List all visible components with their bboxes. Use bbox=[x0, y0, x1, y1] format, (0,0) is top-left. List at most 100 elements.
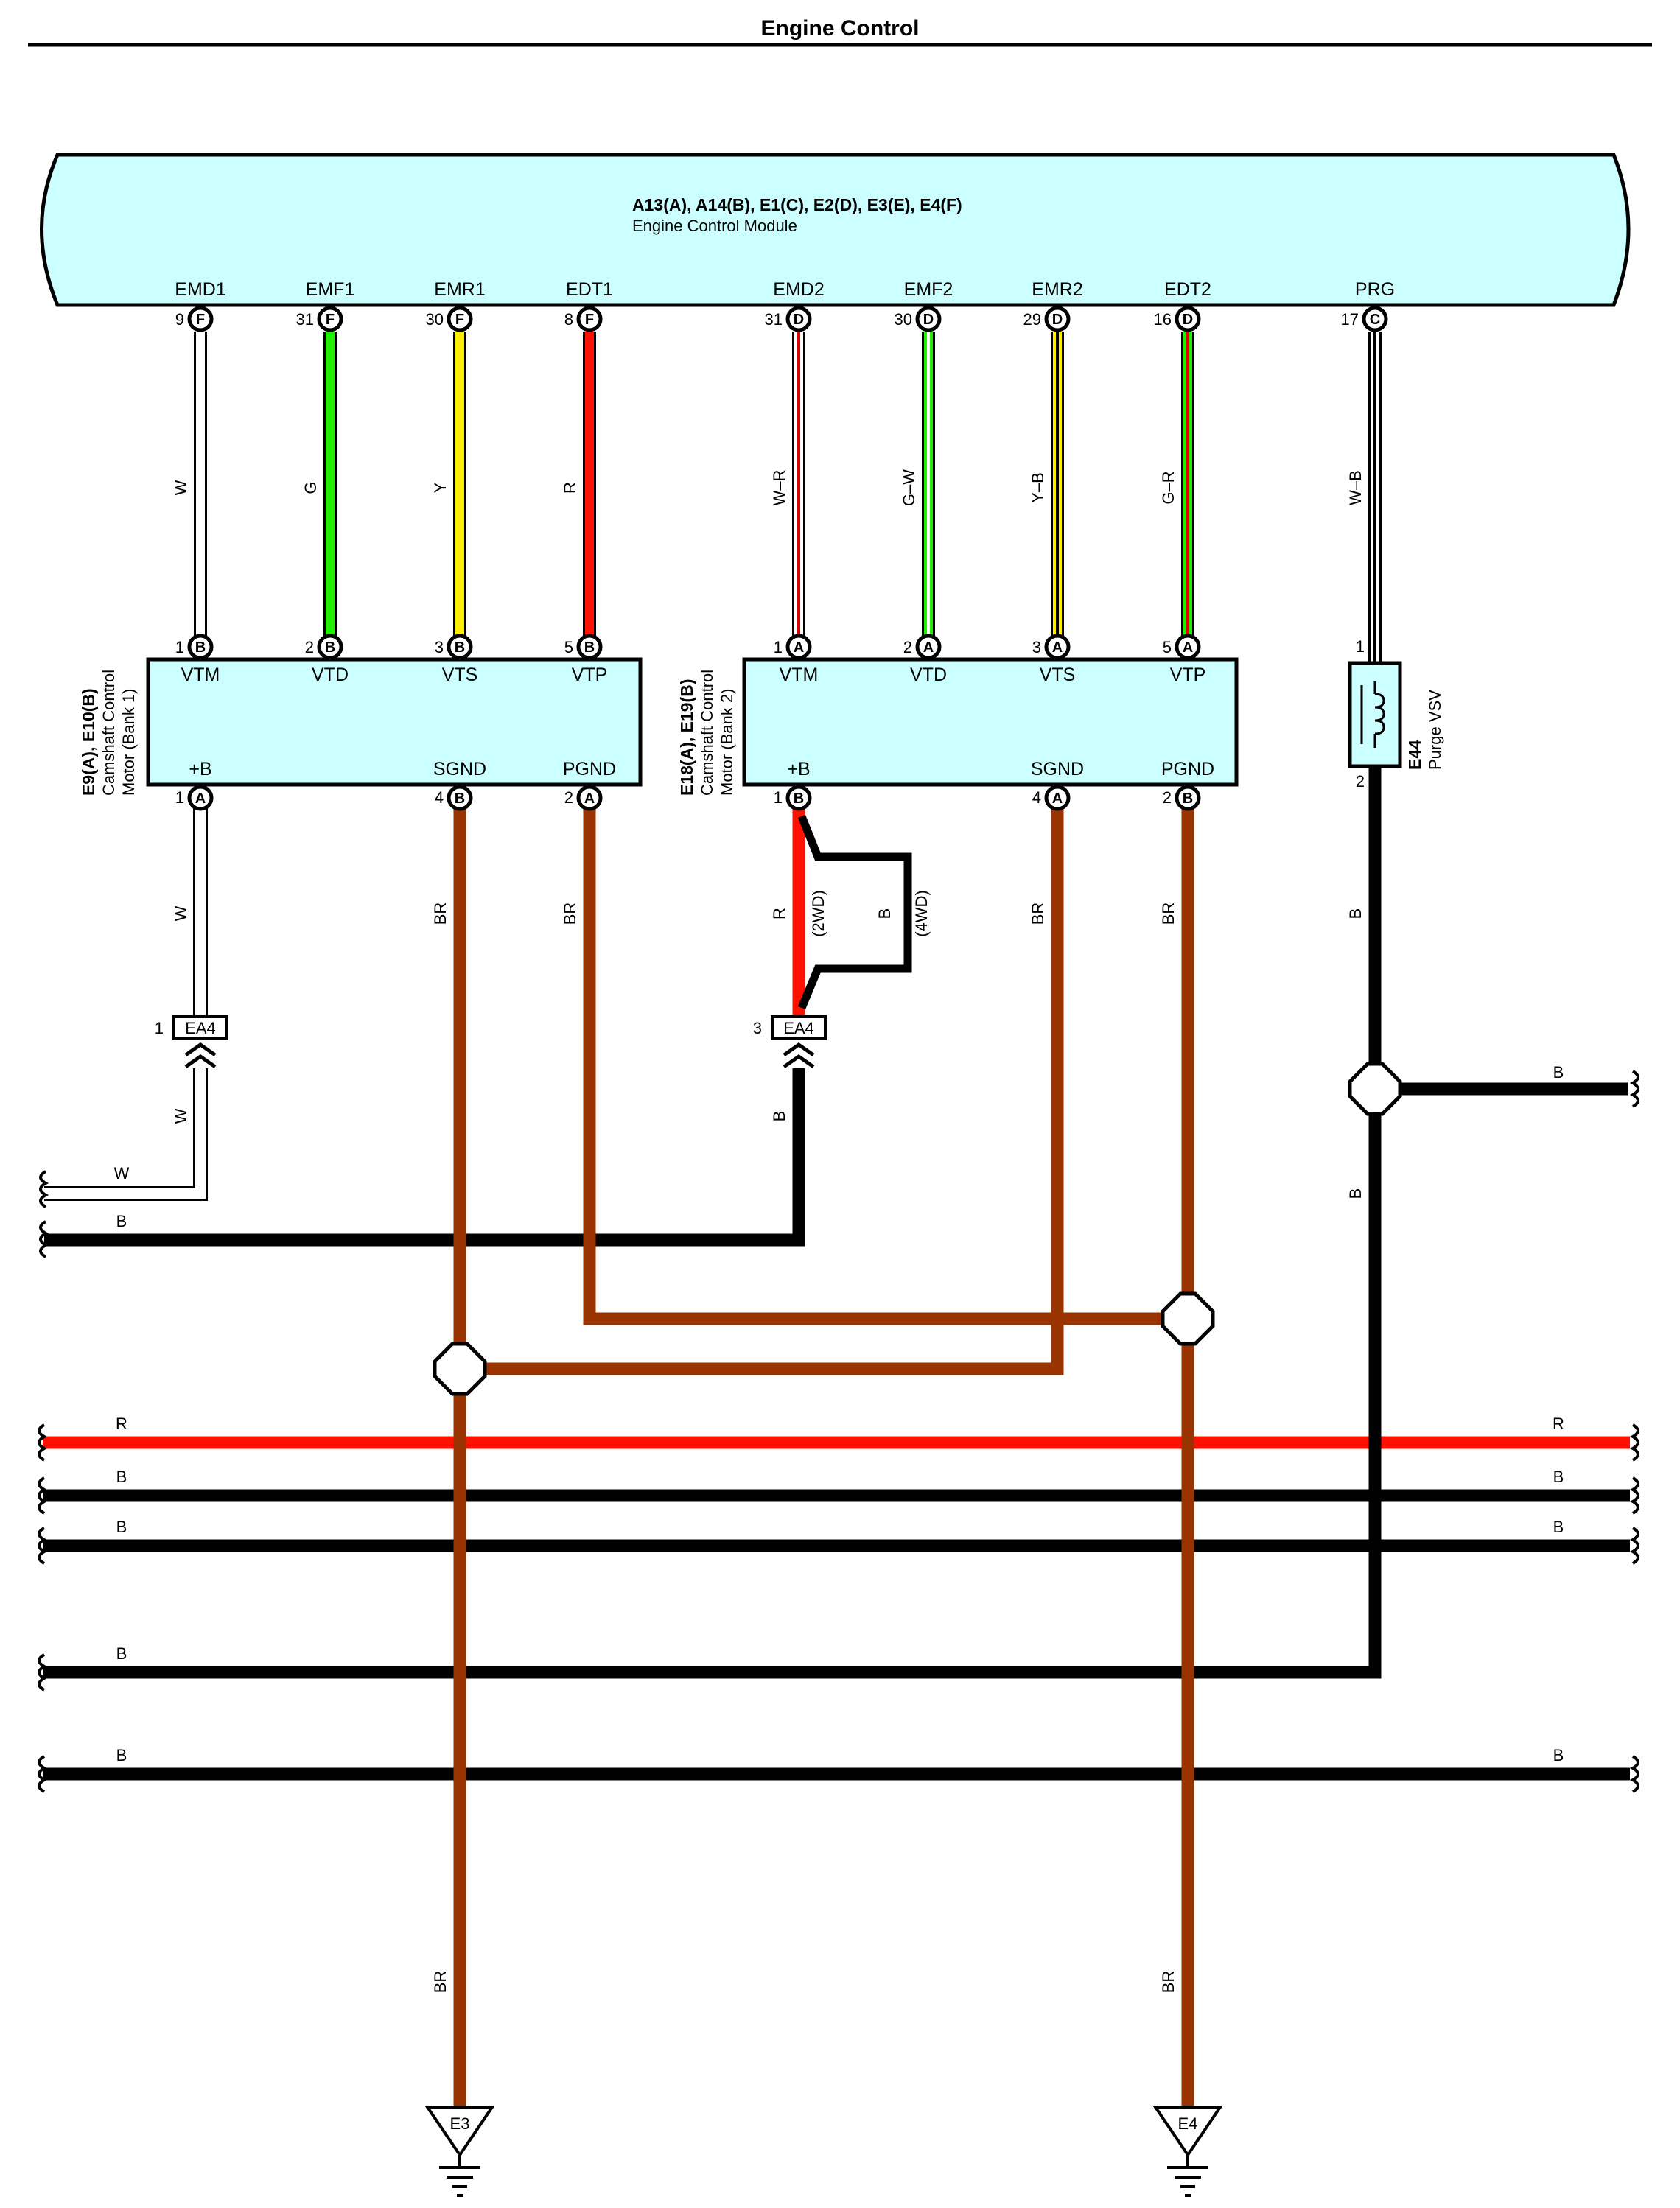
ecm-pin-num-emd1: 9 bbox=[175, 310, 184, 329]
junction-ea4-2-name: EA4 bbox=[783, 1019, 814, 1037]
ground-wire-label-e3: BR bbox=[431, 1971, 449, 1994]
ecm-pin-emr2: D bbox=[1044, 306, 1071, 332]
ecm-pin-edt2-letter: D bbox=[1183, 312, 1193, 328]
ground-e3: E3 bbox=[424, 2106, 495, 2197]
motor1-pin-num-pgnd: 2 bbox=[564, 788, 573, 807]
ecm-pin-label-emd1: EMD1 bbox=[175, 279, 225, 300]
page-title: Engine Control bbox=[761, 16, 920, 41]
motor2-pin-num-vtd: 2 bbox=[903, 638, 912, 656]
motor2-pin-pgnd-letter: B bbox=[1183, 791, 1193, 807]
ground-e3-earth-icon bbox=[439, 2155, 480, 2197]
motor1-pin-label-vts: VTS bbox=[442, 665, 478, 685]
motor2-pin-vtp: A bbox=[1175, 634, 1201, 660]
motor1-pin-label-pgnd: PGND bbox=[563, 759, 616, 779]
junction-ea4-2-num: 3 bbox=[753, 1019, 762, 1037]
bus-3-left-end bbox=[38, 1527, 48, 1565]
ground-e3-label: E3 bbox=[450, 2114, 470, 2133]
motor1-pin-plusb: A bbox=[187, 785, 214, 811]
ecm-body bbox=[40, 153, 1631, 307]
ecm-pin-emd1: F bbox=[187, 306, 214, 332]
motor1-pin-vtd: B bbox=[317, 634, 343, 660]
variant-wire-2wd: R bbox=[770, 908, 788, 919]
brown-over-buses bbox=[453, 1422, 1194, 2107]
wire-label-bank1-plusb: W bbox=[172, 905, 190, 921]
wire-bank2-plusb-4wd bbox=[797, 814, 912, 1010]
motor2-label: E18(A), E19(B) Camshaft Control Motor (B… bbox=[677, 670, 736, 796]
motor2-name-1: Camshaft Control bbox=[698, 670, 716, 796]
bus-1-left-end bbox=[38, 1423, 48, 1462]
motor2-pin-label-pgnd: PGND bbox=[1161, 759, 1214, 779]
motor2-pin-plusb-letter: B bbox=[794, 791, 804, 807]
ecm-pin-num-emd2: 31 bbox=[765, 310, 783, 329]
splice-sgnd-bank1 bbox=[433, 1342, 487, 1396]
motor2-pin-label-vtd: VTD bbox=[910, 665, 947, 685]
ecm-pin-emf1-letter: F bbox=[326, 312, 335, 328]
brown-wires bbox=[453, 798, 1194, 2107]
motor1-pin-num-vts: 3 bbox=[435, 638, 444, 656]
wire-black-left bbox=[44, 1068, 805, 1247]
motor1-pin-vts: B bbox=[447, 634, 473, 660]
junction-ea4-1-num: 1 bbox=[155, 1019, 164, 1037]
wire-label-ea4-2-below: B bbox=[770, 1111, 788, 1122]
motor1-pin-num-vtp: 5 bbox=[564, 638, 573, 656]
motor2-pin-num-vts: 3 bbox=[1032, 638, 1041, 656]
junction-ea4-2 bbox=[771, 1015, 827, 1040]
bus-5-label-right: B bbox=[1553, 1746, 1564, 1764]
motor1-name-2: Motor (Bank 1) bbox=[119, 689, 138, 796]
wire-label-emf2: G–W bbox=[900, 469, 918, 506]
motor1-pin-label-sgnd: SGND bbox=[433, 759, 486, 779]
junction-ea4-1-arrow bbox=[184, 1042, 217, 1069]
variant-label-2wd: (2WD) bbox=[809, 890, 827, 937]
ground-e4-earth-icon bbox=[1167, 2155, 1208, 2197]
wire-label-edt2: G–R bbox=[1159, 471, 1177, 504]
variant-wire-4wd: B bbox=[875, 908, 894, 919]
motor2-pin-label-vtp: VTP bbox=[1170, 665, 1206, 685]
bus-2-label-right: B bbox=[1553, 1468, 1564, 1486]
motor2-pin-num-pgnd: 2 bbox=[1163, 788, 1172, 807]
motor1-pin-vtm: B bbox=[187, 634, 214, 660]
ecm-pin-num-emr1: 30 bbox=[426, 310, 444, 329]
ground-e3-symbol bbox=[424, 2106, 495, 2158]
motor1-pin-vtm-letter: B bbox=[195, 639, 206, 656]
ecm-pin-label-edt1: EDT1 bbox=[566, 279, 613, 300]
motor2-pin-vtd-letter: A bbox=[923, 639, 934, 656]
ecm-pin-label-emf1: EMF1 bbox=[306, 279, 355, 300]
motor1-pin-pgnd: A bbox=[576, 785, 603, 811]
motor1-pin-label-vtp: VTP bbox=[572, 665, 608, 685]
wire-label-white-lower: W bbox=[172, 1108, 190, 1124]
motor1-pin-num-vtm: 1 bbox=[175, 638, 184, 656]
bus-3-label-right: B bbox=[1553, 1518, 1564, 1536]
motor1-pin-pgnd-letter: A bbox=[584, 791, 595, 807]
ecm-pin-num-emf2: 30 bbox=[895, 310, 912, 329]
bus-2-left-end bbox=[38, 1476, 48, 1515]
ecm-name: Engine Control Module bbox=[632, 217, 797, 235]
bus-4-left-end bbox=[38, 1653, 48, 1692]
bus-1-label-right: R bbox=[1553, 1415, 1564, 1433]
purge-vsv-body bbox=[1348, 661, 1402, 768]
bus-3-label-left: B bbox=[116, 1518, 127, 1536]
splice-purge bbox=[1348, 1062, 1402, 1116]
camshaft-motor-bank1-body bbox=[146, 657, 643, 787]
purge-black-wires bbox=[43, 766, 1628, 1679]
wire-label-bank2-sgnd: BR bbox=[1029, 903, 1047, 925]
motor1-pin-plusb-letter: A bbox=[195, 791, 206, 807]
ecm-pin-label-emd2: EMD2 bbox=[773, 279, 824, 300]
motor2-pin-label-vtm: VTM bbox=[780, 665, 819, 685]
purge-vsv-coil-icon bbox=[1360, 681, 1385, 748]
wire-label-bank2-pgnd: BR bbox=[1159, 903, 1177, 925]
motor2-pin-label-plusb: +B bbox=[787, 759, 810, 779]
purge-vsv-pin-top: 1 bbox=[1356, 637, 1365, 656]
purge-wire-below: B bbox=[1346, 908, 1365, 919]
bus-4-label-left: B bbox=[116, 1644, 127, 1663]
motor2-pin-pgnd: B bbox=[1175, 785, 1201, 811]
motor1-pin-vtp-letter: B bbox=[584, 639, 595, 656]
ecm-pin-label-emf2: EMF2 bbox=[904, 279, 953, 300]
wire-label-emd1: W bbox=[172, 480, 190, 495]
motor2-pin-num-sgnd: 4 bbox=[1032, 788, 1041, 807]
